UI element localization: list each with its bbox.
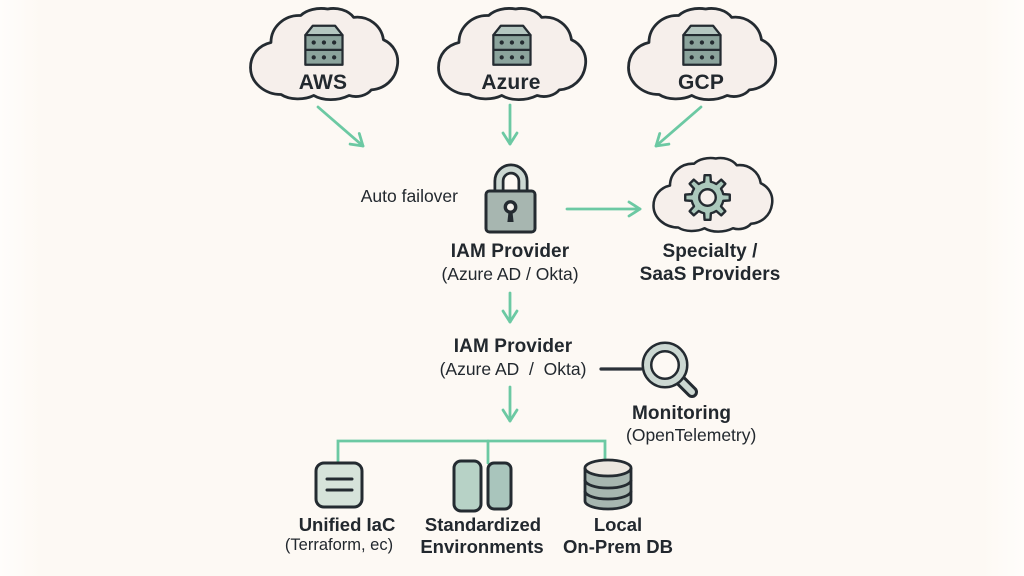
gear-cloud-icon [652, 156, 774, 233]
server-icon [682, 24, 722, 66]
document-lines-icon [314, 461, 364, 509]
arrow-aws-to-iam [316, 105, 365, 148]
monitoring-subtitle: (OpenTelemetry) [626, 425, 757, 445]
standardized-env-label2: Environments [420, 536, 544, 557]
gear-hole [698, 188, 717, 207]
local-db-label: Local [593, 514, 643, 535]
local-db-label2: On-Prem DB [563, 536, 673, 557]
gcp-cloud-shape [627, 7, 778, 102]
branch-bracket [336, 439, 607, 465]
iam-primary-title: IAM Provider [450, 241, 570, 262]
standardized-env-label: Standardized [424, 514, 542, 535]
specialty-label-line1: Specialty / [662, 241, 758, 262]
aws-cloud-shape [249, 7, 400, 102]
gcp-label: GCP [677, 71, 725, 94]
specialty-label-line2: SaaS Providers [639, 264, 781, 285]
unified-iac-label: Unified IaC [298, 514, 396, 535]
iam-primary-subtitle: (Azure AD / Okta) [441, 264, 579, 284]
iam-secondary-subtitle: (Azure AD / Okta) [439, 359, 587, 379]
aws-label: AWS [298, 71, 348, 94]
arrow-gcp-to-iam [654, 105, 703, 148]
iam-secondary-title: IAM Provider [453, 336, 573, 357]
unified-iac-sublabel: (Terraform, ec) [284, 536, 394, 554]
azure-cloud-shape [437, 7, 588, 102]
magnifier-icon [641, 341, 698, 398]
monitoring-title: Monitoring [632, 403, 732, 424]
padlock-icon [484, 163, 537, 234]
database-icon [583, 458, 633, 511]
auto-failover-label: Auto failover [360, 186, 458, 206]
server-icon [304, 24, 344, 66]
environment-bars-icon [452, 459, 513, 513]
server-icon [492, 24, 532, 66]
azure-label: Azure [481, 71, 541, 94]
